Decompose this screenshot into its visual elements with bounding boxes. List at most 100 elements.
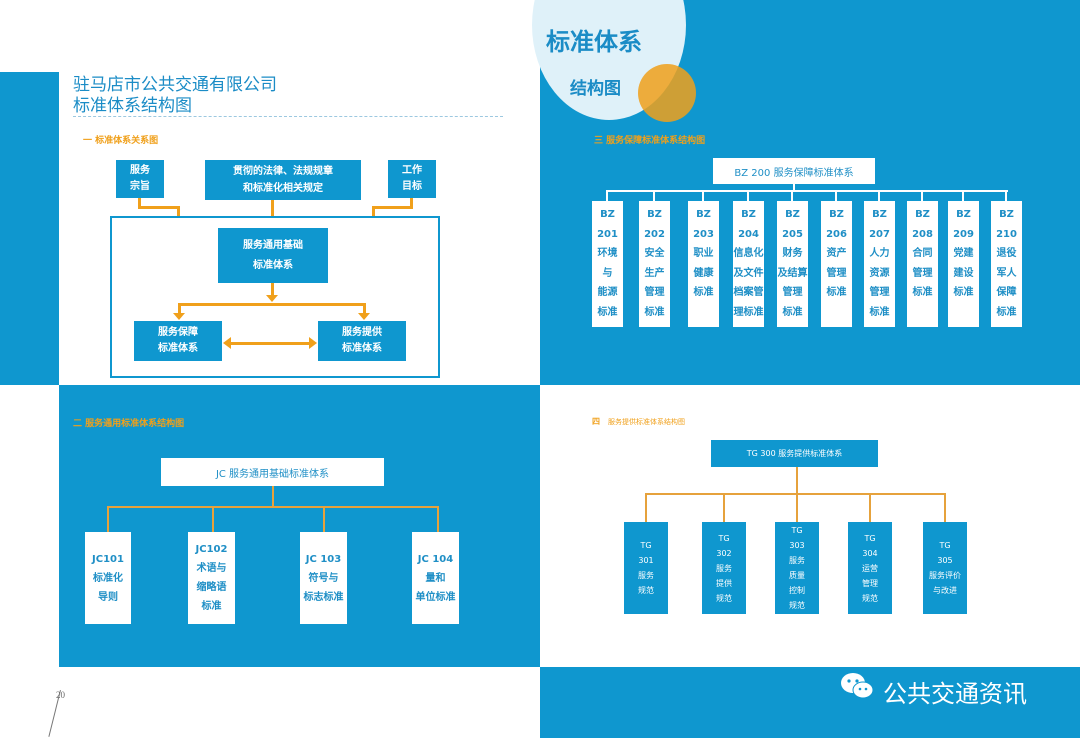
tg-child-connector bbox=[869, 493, 871, 523]
provide-line1: 服务提供 bbox=[342, 327, 382, 338]
jc-child-line: 单位标准 bbox=[415, 591, 456, 603]
header-divider bbox=[73, 116, 503, 117]
branch-right-v bbox=[363, 303, 366, 314]
branch-right-arrow-head bbox=[358, 313, 370, 320]
bz-child-connector bbox=[747, 190, 749, 202]
bz-child-line: BZ bbox=[696, 209, 711, 220]
bz-child-line: 能源 bbox=[597, 287, 618, 298]
support-line2: 标准体系 bbox=[158, 343, 198, 354]
bz200-root-box: BZ 200 服务保障标准体系 bbox=[713, 158, 875, 184]
tg-root-connector bbox=[796, 467, 798, 494]
bz-child-connector bbox=[791, 190, 793, 202]
double-arrow-shaft bbox=[230, 342, 310, 345]
bz-child-connector bbox=[653, 190, 655, 202]
bz-child-line: 标准 bbox=[869, 306, 890, 318]
jc-h-line bbox=[107, 506, 439, 508]
bz-child-line: 201 bbox=[597, 228, 618, 240]
tg-child-line: 运营 bbox=[862, 563, 878, 573]
bottom-left-blue-panel bbox=[59, 385, 540, 667]
goal-connector-h bbox=[372, 206, 413, 209]
tg-child-line: 与改进 bbox=[933, 586, 957, 595]
bz-child-line: 资源 bbox=[869, 267, 890, 279]
bz-child-line: 合同 bbox=[912, 248, 933, 259]
tg300-root-box: TG 300 服务提供标准体系 bbox=[711, 440, 878, 467]
bz-child-line: 210 bbox=[996, 228, 1017, 240]
jc-child-line: 量和 bbox=[425, 572, 446, 584]
bz-child-line: BZ bbox=[999, 209, 1014, 220]
bz-child-line: 管理 bbox=[912, 267, 933, 279]
bz-child-line: 208 bbox=[912, 228, 933, 240]
bz-child-line: 环境 bbox=[597, 248, 618, 259]
page-number: 20 bbox=[56, 690, 65, 700]
bz-child-line: 管理 bbox=[782, 287, 803, 298]
sec2-title: 二 服务通用标准体系结构图 bbox=[73, 419, 185, 429]
tg-child-line: 规范 bbox=[638, 586, 654, 595]
tg-child-line: TG bbox=[939, 541, 951, 550]
branch-left-v bbox=[178, 303, 181, 314]
purpose-connector-h bbox=[138, 206, 180, 209]
tg-child-line: 规范 bbox=[862, 593, 878, 603]
bz-h-line bbox=[606, 190, 1008, 192]
sec4-title: 服务提供标准体系结构图 bbox=[608, 418, 685, 426]
jc-child-line: 标准 bbox=[201, 601, 222, 612]
bz-child-line: 206 bbox=[826, 228, 847, 240]
sec1-title: 一 标准体系关系图 bbox=[83, 136, 159, 146]
bz-child-line: 207 bbox=[869, 228, 890, 240]
bz-child-line: 生产 bbox=[644, 267, 665, 279]
tg-child-line: 303 bbox=[789, 541, 805, 550]
jc-child-line: JC 103 bbox=[305, 553, 342, 565]
jc-child-line: 标准化 bbox=[93, 572, 123, 584]
bz-root-connector bbox=[793, 184, 795, 192]
bz-child-line: 管理 bbox=[644, 287, 665, 298]
chart-title: 标准体系结构图 bbox=[73, 96, 192, 116]
bz-child-line: BZ bbox=[872, 209, 887, 220]
general-line1: 服务通用基础 bbox=[243, 239, 303, 251]
goal-line1: 工作 bbox=[402, 165, 422, 176]
goal-box: 工作 目标 bbox=[388, 160, 436, 198]
bz-child-line: 标准 bbox=[953, 287, 974, 298]
tg-child-connector bbox=[944, 493, 946, 523]
tg-child-line: 301 bbox=[638, 556, 654, 565]
bz-child-line: 及结算 bbox=[777, 267, 808, 279]
branch-h-line bbox=[178, 303, 366, 306]
bz-child-line: 203 bbox=[693, 228, 714, 240]
bz-child-line: 标准 bbox=[782, 306, 803, 318]
laws-line2: 和标准化相关规定 bbox=[243, 183, 323, 194]
general-down-arrow-shaft bbox=[271, 283, 274, 297]
bz-child-line: 军人 bbox=[996, 267, 1017, 279]
purpose-box: 服务 宗旨 bbox=[116, 160, 164, 198]
tg-child-line: 控制 bbox=[789, 586, 805, 595]
double-arrow-left-head bbox=[223, 337, 231, 349]
bz-child-line: 204 bbox=[738, 228, 759, 240]
circle-subtitle: 结构图 bbox=[570, 79, 621, 99]
bz-child-line: 退役 bbox=[996, 248, 1017, 259]
bz-child-connector bbox=[702, 190, 704, 202]
bz-child-line: 管理 bbox=[869, 287, 890, 298]
branch-left-arrow-head bbox=[173, 313, 185, 320]
jc-child-connector bbox=[212, 506, 214, 534]
goal-line2: 目标 bbox=[402, 181, 422, 192]
jc-child-line: JC 104 bbox=[417, 553, 454, 565]
tg-child-line: TG bbox=[864, 533, 876, 543]
bz-child-line: 健康 bbox=[693, 267, 714, 279]
bz-child-line: 安全 bbox=[644, 248, 665, 259]
jc-child-line: JC102 bbox=[195, 544, 228, 555]
bz-child-line: 标准 bbox=[644, 306, 665, 318]
provide-system-box: 服务提供 标准体系 bbox=[318, 321, 406, 361]
laws-box: 贯彻的法律、法规规章 和标准化相关规定 bbox=[205, 160, 361, 200]
bz-child-line: 党建 bbox=[953, 248, 974, 259]
purpose-line2: 宗旨 bbox=[130, 181, 150, 192]
jc-child-connector bbox=[323, 506, 325, 534]
bz-child-connector bbox=[962, 190, 964, 202]
bz-child-line: 理标准 bbox=[733, 306, 764, 318]
purpose-line1: 服务 bbox=[130, 165, 150, 176]
